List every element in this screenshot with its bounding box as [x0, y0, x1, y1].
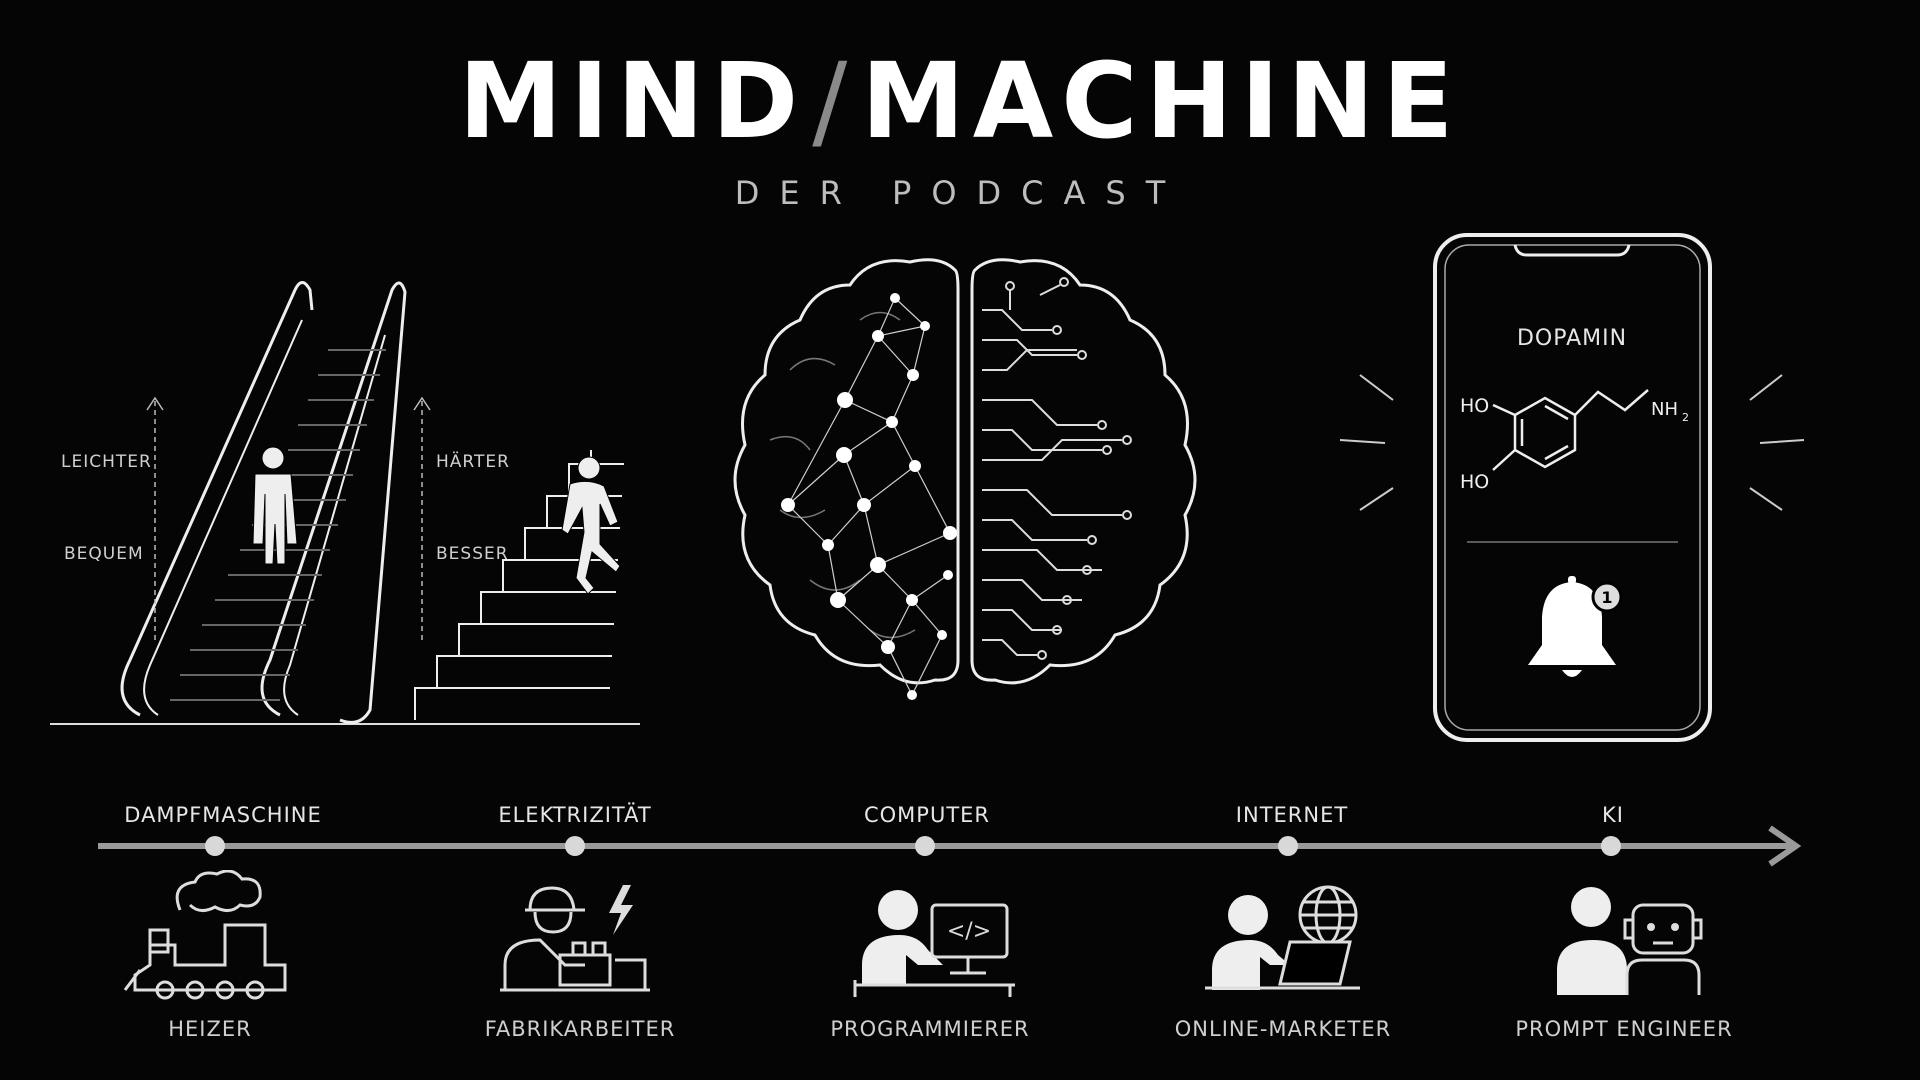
- code-brackets-icon: </>: [947, 919, 991, 944]
- era-label-2: ELEKTRIZITÄT: [498, 803, 652, 827]
- circuit-icon: [982, 284, 1122, 656]
- prompt-engineer-icon: [1557, 887, 1703, 995]
- robot-icon: [1623, 903, 1703, 995]
- dopamine-title: DOPAMIN: [1516, 326, 1628, 351]
- standing-person-icon: [252, 446, 298, 565]
- label-bequem: BEQUEM: [64, 544, 144, 564]
- timeline-dot-3: [915, 836, 935, 856]
- era-label-3: COMPUTER: [863, 803, 991, 827]
- timeline-dot-1: [205, 836, 225, 856]
- climbing-person-icon: [561, 456, 621, 595]
- era-label-5: KI: [1602, 803, 1624, 827]
- laptop-icon: [1278, 940, 1352, 986]
- title-slash: /: [812, 40, 856, 162]
- label-haerter: HÄRTER: [436, 452, 510, 472]
- job-label-2: FABRIKARBEITER: [484, 1017, 676, 1041]
- title-machine: MACHINE: [861, 40, 1462, 162]
- globe-icon: [1298, 885, 1358, 945]
- page-subtitle: DER PODCAST: [734, 174, 1186, 212]
- timeline-dot-5: [1601, 836, 1621, 856]
- ho-bottom-text: HO: [1460, 471, 1489, 493]
- timeline-dot-2: [565, 836, 585, 856]
- online-marketer-icon: [1205, 885, 1360, 990]
- page-title: MIND/MACHINE: [0, 40, 1920, 162]
- nh2-text: NH: [1651, 399, 1678, 420]
- label-leichter: LEICHTER: [61, 452, 152, 472]
- lightning-icon: [609, 885, 633, 935]
- timeline-dot-4: [1278, 836, 1298, 856]
- brain-network-circuit-icon: [733, 258, 1197, 700]
- job-label-1: HEIZER: [168, 1017, 252, 1041]
- timeline-axis: [98, 825, 1802, 867]
- programmer-icon: </>: [853, 890, 1015, 997]
- dopamine-molecule-icon: [1492, 389, 1649, 471]
- notification-badge: [1591, 581, 1623, 613]
- job-label-4: ONLINE-MARKETER: [1174, 1017, 1392, 1041]
- label-besser: BESSER: [436, 544, 509, 564]
- title-mind: MIND: [458, 40, 807, 162]
- escalator-stairs-illustration: [50, 281, 640, 725]
- era-label-1: DAMPFMASCHINE: [124, 803, 322, 827]
- smartphone-icon: HO HO NH 2 1: [1339, 233, 1805, 742]
- ho-top-text: HO: [1460, 395, 1489, 417]
- job-label-3: PROGRAMMIERER: [830, 1017, 1030, 1041]
- factory-worker-icon: [500, 885, 650, 992]
- steam-locomotive-icon: [123, 870, 287, 1000]
- vibration-lines: [1339, 374, 1805, 511]
- badge-count: 1: [1601, 588, 1612, 607]
- nh2-subscript: 2: [1682, 411, 1689, 424]
- job-label-5: PROMPT ENGINEER: [1515, 1017, 1733, 1041]
- neural-network-icon: [787, 297, 951, 696]
- era-label-4: INTERNET: [1235, 803, 1349, 827]
